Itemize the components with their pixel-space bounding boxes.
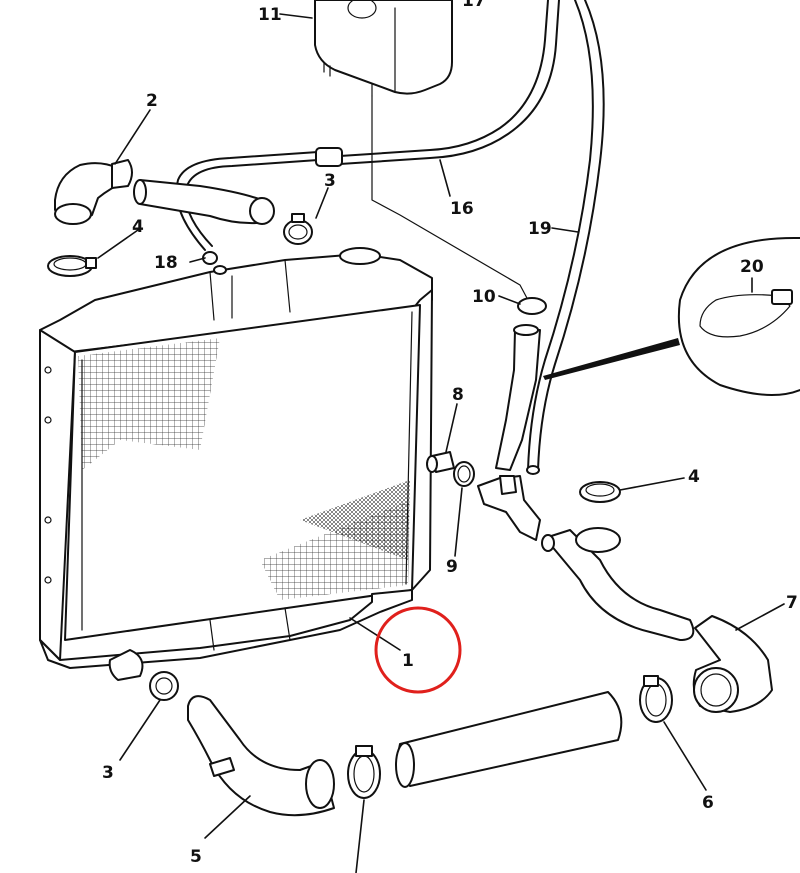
callout-16: 16 [450,199,474,219]
callout-1: 1 [402,651,414,671]
vent-hose [526,0,605,475]
expansion-tank [314,0,453,97]
reference-lines [371,95,529,301]
stub-and-clip-mid [426,451,475,487]
callout-4-top: 4 [132,217,144,237]
callout-19: 19 [528,219,552,239]
clip-and-pipe-upper-right [495,297,547,471]
hose-clip-left [47,255,97,277]
detail-inset [543,236,800,396]
t-connector [477,475,541,541]
upper-radiator-hose [133,179,275,225]
highlight-circle [374,606,462,694]
callout-3-top: 3 [324,171,336,191]
callout-5: 5 [190,847,202,867]
callout-17: 17 [462,0,486,11]
callout-2: 2 [146,91,158,111]
lower-hose-right [541,527,773,713]
straight-tube [395,691,623,788]
callout-6: 6 [702,793,714,813]
callout-3-bottom: 3 [102,763,114,783]
hose-clip-6 [639,675,673,723]
lower-radiator-hose [187,695,335,817]
callout-18: 18 [154,253,178,273]
leader-lines [97,13,785,873]
elbow-hose-top [54,159,133,225]
callout-10: 10 [472,287,496,307]
hose-clip-upper [283,213,313,245]
callout-9: 9 [446,557,458,577]
hose-clip-bottom [347,745,381,799]
radiator [39,247,433,681]
hose-clip-3-lower [149,671,179,701]
callout-4-right: 4 [688,467,700,487]
callout-labels: 11 17 2 3 4 16 18 19 20 10 8 4 9 7 1 3 6… [102,0,798,867]
callout-11: 11 [258,5,282,25]
hose-clip-right [579,481,621,503]
callout-20: 20 [740,257,764,277]
callout-8: 8 [452,385,464,405]
callout-7: 7 [786,593,798,613]
